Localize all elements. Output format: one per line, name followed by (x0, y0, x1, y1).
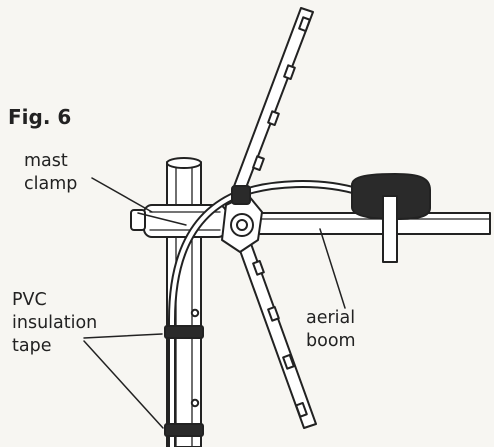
cable-tie-block (231, 185, 251, 205)
pvc-tape-bands (164, 325, 204, 437)
pvc-label-line1: PVC (12, 290, 47, 310)
pvc-leader-upper (83, 333, 163, 339)
element-rod-lower (237, 240, 317, 429)
leader-lines (83, 177, 346, 429)
aerial-boom-label-line2: boom (306, 331, 356, 351)
figure-label: Fig. 6 (8, 105, 71, 129)
aerial-boom-leader (319, 228, 346, 309)
junction-box (351, 173, 431, 263)
mast-clamp-label-line2: clamp (24, 174, 77, 194)
element-rod-upper (232, 7, 314, 194)
pvc-label-line2: insulation (12, 313, 97, 333)
pvc-leader-lower (83, 340, 164, 429)
mast-clamp-label-line1: mast (24, 151, 68, 171)
pvc-label-line3: tape (12, 336, 51, 356)
aerial-boom-label-line1: aerial (306, 308, 355, 328)
mast-clamp-leader (91, 177, 153, 213)
